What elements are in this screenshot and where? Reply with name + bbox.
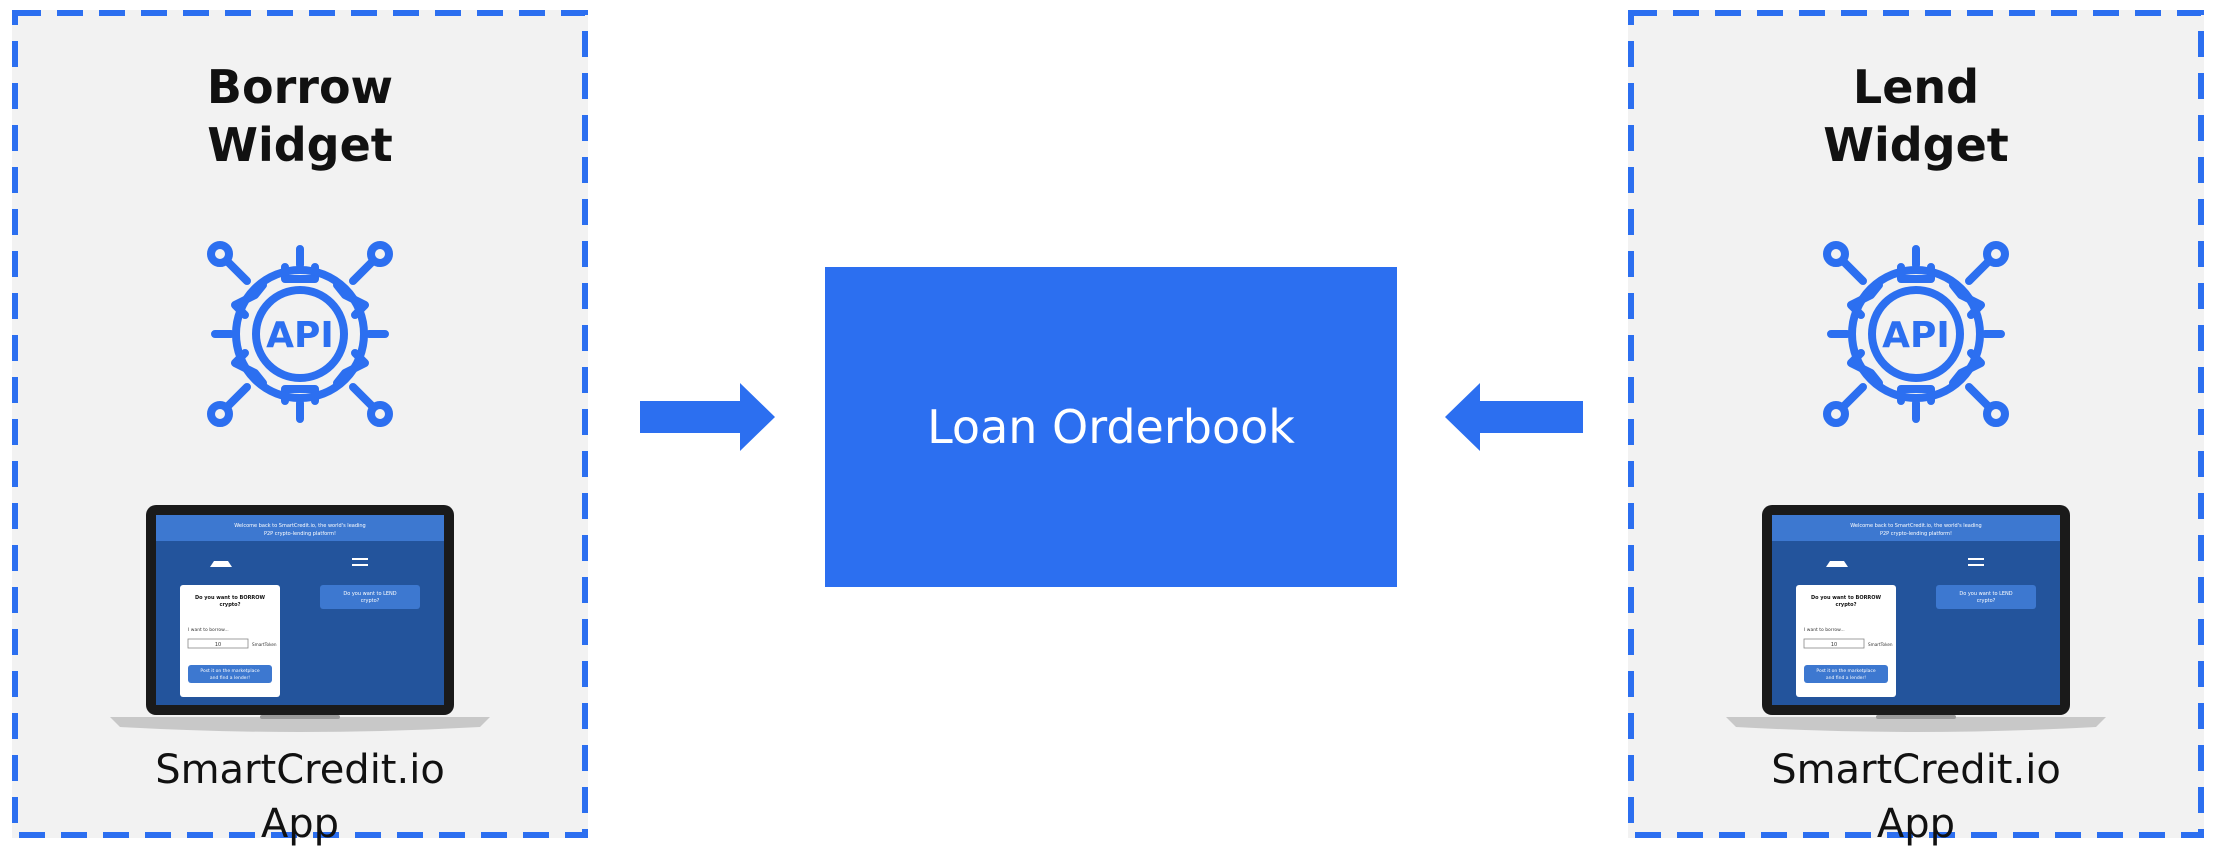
app-line-1: SmartCredit.io — [1771, 747, 2061, 793]
loan-orderbook-label: Loan Orderbook — [927, 400, 1295, 454]
api-gear-icon: API — [1823, 241, 2009, 427]
screen-post-2: and find a lender! — [210, 675, 250, 681]
app-label: SmartCredit.io App — [12, 743, 588, 851]
screen-borrow-q-2: crypto? — [1836, 602, 1857, 608]
screen-post-1: Post it on the marketplace — [1816, 668, 1875, 674]
screen-borrow-q-1: Do you want to BORROW — [195, 595, 266, 601]
screen-amount: 10 — [1831, 642, 1837, 648]
title-line-1: Borrow — [206, 60, 394, 114]
app-line-2: App — [1876, 801, 1956, 847]
screen-token: SmartToken — [1868, 642, 1893, 647]
screen-lend-q-2: crypto? — [361, 598, 380, 604]
arrow-right-icon — [640, 383, 775, 451]
screen-welcome-1: Welcome back to SmartCredit.io, the worl… — [1850, 523, 1981, 529]
app-line-1: SmartCredit.io — [155, 747, 445, 793]
api-text: API — [1882, 315, 1950, 356]
title-line-2: Widget — [1823, 118, 2009, 172]
dashed-border — [1628, 10, 2204, 838]
screen-welcome-2: P2P crypto-lending platform! — [1880, 531, 1952, 537]
screen-welcome-2: P2P crypto-lending platform! — [264, 531, 336, 537]
screen-i-want: I want to borrow... — [188, 627, 229, 633]
borrow-widget-panel: Borrow Widget API Welcome back to SmartC… — [12, 10, 588, 847]
laptop-image: Welcome back to SmartCredit.io, the worl… — [110, 505, 490, 732]
lend-widget-panel: Lend Widget API Welcome back to SmartCre… — [1628, 10, 2204, 847]
arrow-left-icon — [1445, 383, 1583, 451]
panel-title: Borrow Widget — [12, 58, 588, 174]
screen-borrow-q-2: crypto? — [220, 602, 241, 608]
app-label: SmartCredit.io App — [1628, 743, 2204, 851]
loan-orderbook-box: Loan Orderbook — [825, 267, 1397, 587]
title-line-2: Widget — [207, 118, 393, 172]
screen-lend-q-1: Do you want to LEND — [343, 591, 396, 597]
screen-post-1: Post it on the marketplace — [200, 668, 259, 674]
screen-post-2: and find a lender! — [1826, 675, 1866, 681]
title-line-1: Lend — [1852, 60, 1980, 114]
screen-welcome-1: Welcome back to SmartCredit.io, the worl… — [234, 523, 365, 529]
screen-lend-q-2: crypto? — [1977, 598, 1996, 604]
laptop-image: Welcome back to SmartCredit.io, the worl… — [1726, 505, 2106, 732]
api-text: API — [266, 315, 334, 356]
screen-i-want: I want to borrow... — [1804, 627, 1845, 633]
dashed-border — [12, 10, 588, 838]
screen-amount: 10 — [215, 642, 221, 648]
screen-lend-q-1: Do you want to LEND — [1959, 591, 2012, 597]
api-gear-icon: API — [207, 241, 393, 427]
screen-borrow-q-1: Do you want to BORROW — [1811, 595, 1882, 601]
app-line-2: App — [260, 801, 340, 847]
panel-title: Lend Widget — [1628, 58, 2204, 174]
screen-token: SmartToken — [252, 642, 277, 647]
